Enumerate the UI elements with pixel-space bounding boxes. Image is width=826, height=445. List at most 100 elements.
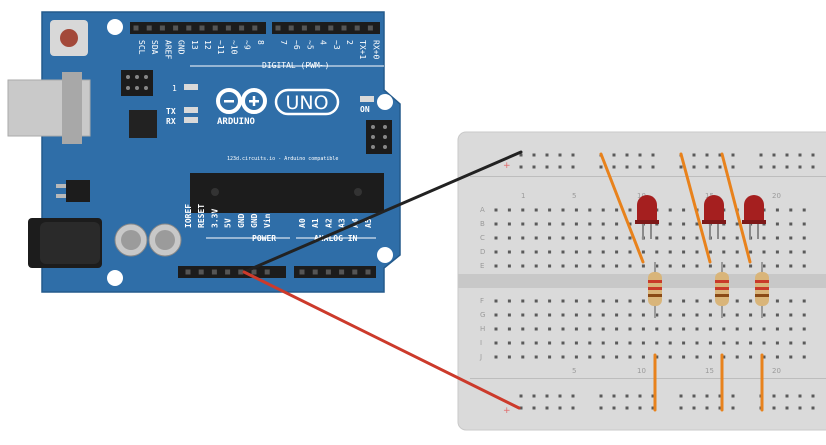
breadboard-hole[interactable] [561, 236, 565, 240]
breadboard-hole[interactable] [802, 355, 806, 359]
breadboard-hole[interactable] [628, 355, 632, 359]
breadboard[interactable]: + + 1 5 10 15 20 5 10 15 20 A B C D E F … [457, 131, 826, 431]
breadboard-hole[interactable] [588, 355, 592, 359]
breadboard-hole[interactable] [615, 341, 619, 345]
analog-header[interactable] [294, 266, 376, 278]
breadboard-hole[interactable] [775, 341, 779, 345]
breadboard-hole[interactable] [735, 222, 739, 226]
header-pin[interactable] [251, 269, 257, 275]
black-wire[interactable] [242, 150, 523, 274]
breadboard-hole[interactable] [561, 299, 565, 303]
breadboard-hole[interactable] [641, 299, 645, 303]
resistor-1[interactable] [648, 262, 662, 318]
breadboard-hole[interactable] [731, 165, 735, 169]
breadboard-hole[interactable] [668, 313, 672, 317]
breadboard-hole[interactable] [772, 394, 776, 398]
breadboard-hole[interactable] [561, 264, 565, 268]
header-pin[interactable] [186, 25, 192, 31]
breadboard-hole[interactable] [705, 153, 709, 157]
breadboard-hole[interactable] [682, 222, 686, 226]
breadboard-hole[interactable] [655, 250, 659, 254]
breadboard-hole[interactable] [534, 341, 538, 345]
breadboard-hole[interactable] [641, 341, 645, 345]
breadboard-hole[interactable] [601, 299, 605, 303]
breadboard-hole[interactable] [507, 222, 511, 226]
breadboard-hole[interactable] [802, 327, 806, 331]
breadboard-hole[interactable] [722, 264, 726, 268]
breadboard-hole[interactable] [507, 355, 511, 359]
breadboard-hole[interactable] [521, 264, 525, 268]
breadboard-hole[interactable] [789, 250, 793, 254]
breadboard-hole[interactable] [507, 264, 511, 268]
breadboard-hole[interactable] [705, 165, 709, 169]
breadboard-hole[interactable] [625, 165, 629, 169]
breadboard-hole[interactable] [494, 313, 498, 317]
breadboard-hole[interactable] [628, 208, 632, 212]
breadboard-hole[interactable] [494, 299, 498, 303]
breadboard-holes[interactable] [494, 153, 815, 410]
digital-header-left[interactable] [130, 22, 266, 34]
breadboard-hole[interactable] [601, 355, 605, 359]
breadboard-hole[interactable] [731, 394, 735, 398]
breadboard-hole[interactable] [775, 208, 779, 212]
breadboard-hole[interactable] [789, 264, 793, 268]
breadboard-hole[interactable] [558, 153, 562, 157]
breadboard-hole[interactable] [628, 341, 632, 345]
breadboard-hole[interactable] [775, 313, 779, 317]
breadboard-hole[interactable] [679, 165, 683, 169]
breadboard-hole[interactable] [668, 355, 672, 359]
breadboard-hole[interactable] [588, 341, 592, 345]
breadboard-hole[interactable] [655, 264, 659, 268]
breadboard-hole[interactable] [494, 250, 498, 254]
breadboard-hole[interactable] [762, 250, 766, 254]
breadboard-hole[interactable] [615, 299, 619, 303]
breadboard-hole[interactable] [785, 406, 789, 410]
breadboard-hole[interactable] [798, 153, 802, 157]
breadboard-hole[interactable] [695, 313, 699, 317]
breadboard-hole[interactable] [548, 222, 552, 226]
breadboard-hole[interactable] [775, 250, 779, 254]
breadboard-hole[interactable] [798, 165, 802, 169]
breadboard-hole[interactable] [695, 355, 699, 359]
breadboard-hole[interactable] [507, 208, 511, 212]
breadboard-hole[interactable] [668, 250, 672, 254]
breadboard-hole[interactable] [599, 406, 603, 410]
breadboard-hole[interactable] [695, 341, 699, 345]
digital-header-right[interactable] [272, 22, 380, 34]
breadboard-hole[interactable] [762, 313, 766, 317]
header-pin[interactable] [328, 25, 334, 31]
breadboard-hole[interactable] [735, 236, 739, 240]
breadboard-hole[interactable] [548, 250, 552, 254]
header-pin[interactable] [367, 25, 373, 31]
breadboard-hole[interactable] [548, 299, 552, 303]
breadboard-hole[interactable] [695, 222, 699, 226]
breadboard-hole[interactable] [735, 355, 739, 359]
breadboard-hole[interactable] [521, 327, 525, 331]
breadboard-hole[interactable] [574, 341, 578, 345]
breadboard-hole[interactable] [668, 327, 672, 331]
breadboard-hole[interactable] [545, 165, 549, 169]
breadboard-hole[interactable] [789, 327, 793, 331]
breadboard-hole[interactable] [534, 355, 538, 359]
breadboard-hole[interactable] [641, 250, 645, 254]
breadboard-hole[interactable] [641, 264, 645, 268]
breadboard-hole[interactable] [802, 208, 806, 212]
breadboard-hole[interactable] [695, 250, 699, 254]
header-pin[interactable] [354, 25, 360, 31]
breadboard-hole[interactable] [601, 236, 605, 240]
breadboard-hole[interactable] [789, 299, 793, 303]
breadboard-hole[interactable] [494, 355, 498, 359]
breadboard-hole[interactable] [612, 406, 616, 410]
header-pin[interactable] [252, 25, 258, 31]
breadboard-hole[interactable] [641, 313, 645, 317]
breadboard-hole[interactable] [722, 341, 726, 345]
breadboard-hole[interactable] [494, 236, 498, 240]
breadboard-hole[interactable] [494, 208, 498, 212]
red-wire[interactable] [242, 270, 521, 410]
breadboard-hole[interactable] [651, 406, 655, 410]
breadboard-hole[interactable] [558, 406, 562, 410]
breadboard-hole[interactable] [601, 341, 605, 345]
breadboard-hole[interactable] [534, 327, 538, 331]
breadboard-hole[interactable] [521, 313, 525, 317]
breadboard-hole[interactable] [561, 208, 565, 212]
